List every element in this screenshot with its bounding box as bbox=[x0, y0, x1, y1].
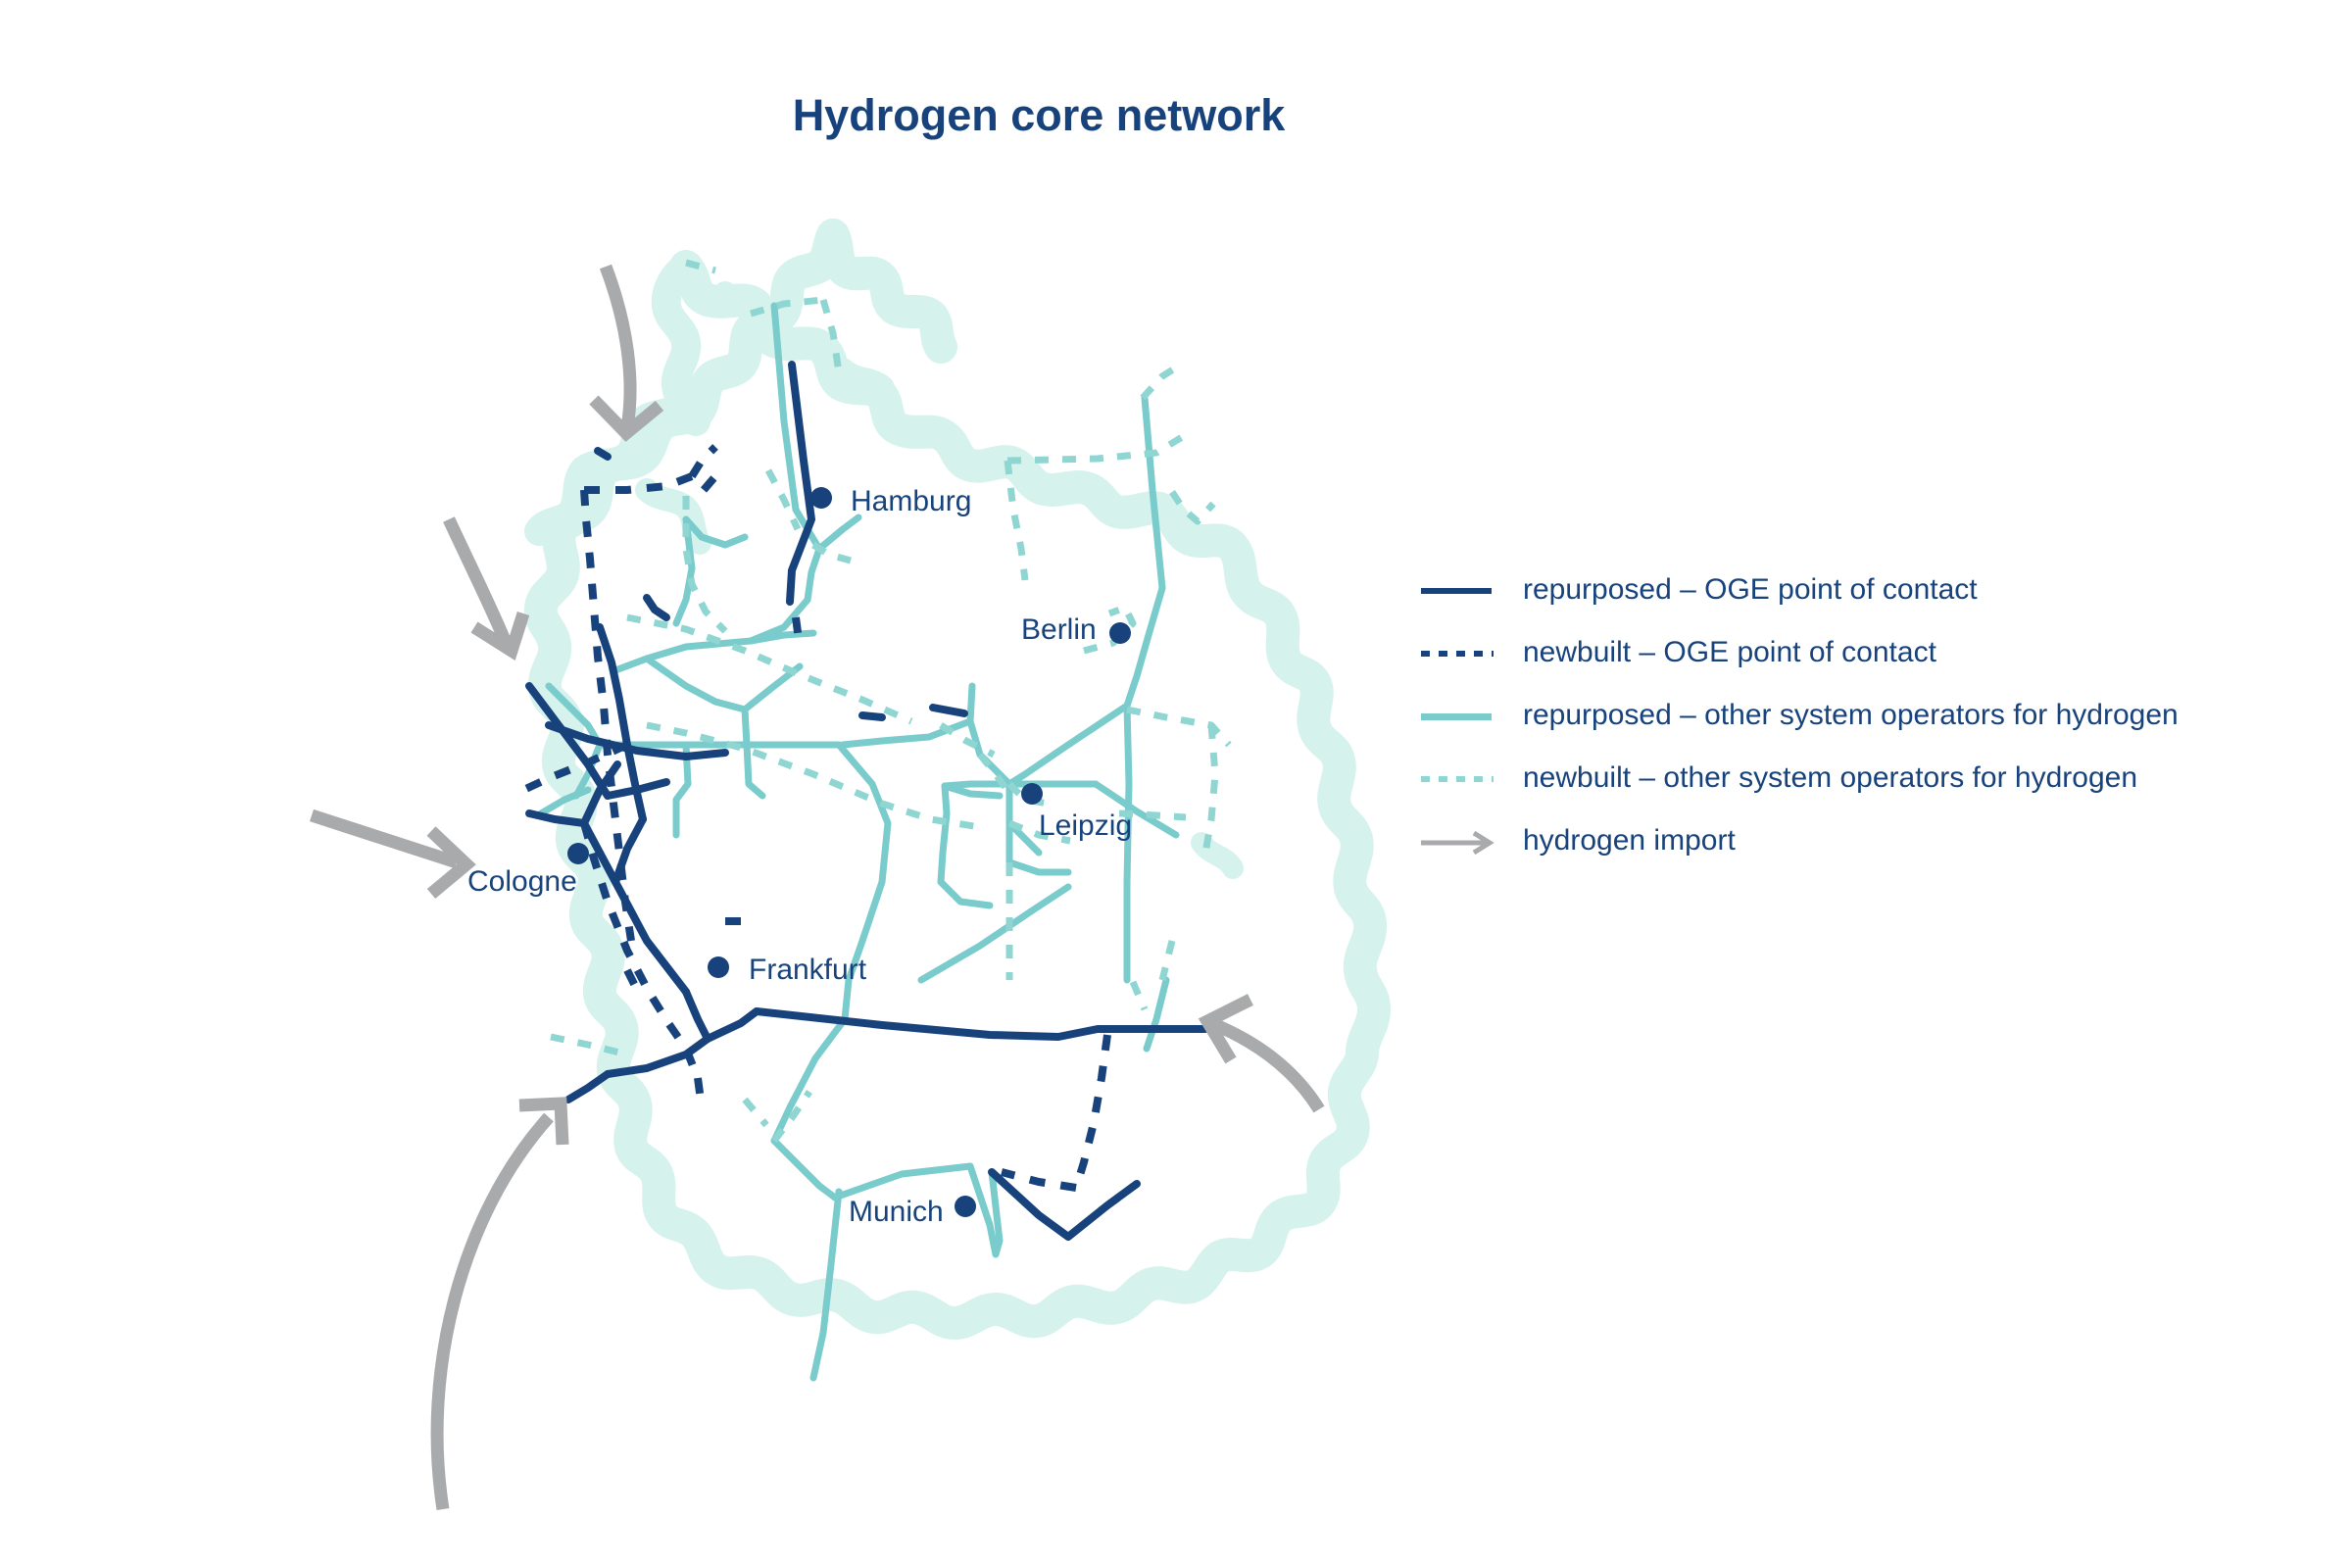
legend-label-newbuilt-other: newbuilt – other system operators for hy… bbox=[1523, 761, 2137, 794]
page-title-wrap: Hydrogen core network bbox=[549, 90, 1529, 141]
legend-label-newbuilt-oge: newbuilt – OGE point of contact bbox=[1523, 636, 1936, 668]
network-repurposed-oge bbox=[525, 361, 1209, 1241]
network-repurposed-other-operators bbox=[537, 302, 1180, 1382]
city-label-berlin: Berlin bbox=[1021, 613, 1097, 646]
city-label-leipzig: Leipzig bbox=[1039, 809, 1133, 842]
import-arrow-southwest bbox=[430, 1097, 569, 1511]
legend-label-repurposed-other: repurposed – other system operators for … bbox=[1523, 699, 2179, 731]
legend-swatch-teal-solid-line bbox=[1419, 706, 1501, 725]
legend-label-hydrogen-import: hydrogen import bbox=[1523, 824, 1736, 857]
legend-swatch-gray-arrow bbox=[1419, 830, 1501, 856]
import-arrow-west bbox=[310, 808, 476, 899]
legend-item-repurposed-other: repurposed – other system operators for … bbox=[1419, 684, 2321, 747]
legend-item-newbuilt-oge: newbuilt – OGE point of contact bbox=[1419, 621, 2321, 684]
legend-swatch-teal-dotted-line bbox=[1419, 768, 1501, 788]
city-dot-leipzig bbox=[1021, 783, 1043, 805]
page-title: Hydrogen core network bbox=[792, 90, 1286, 140]
legend: repurposed – OGE point of contact newbui… bbox=[1419, 559, 2321, 872]
legend-swatch-navy-dotted-line bbox=[1419, 643, 1501, 662]
city-label-frankfurt: Frankfurt bbox=[749, 954, 867, 986]
legend-label-repurposed-oge: repurposed – OGE point of contact bbox=[1523, 573, 1978, 606]
network-newbuilt-oge bbox=[517, 444, 1111, 1192]
import-arrow-northwest-lower bbox=[443, 516, 530, 661]
city-label-cologne: Cologne bbox=[467, 865, 577, 898]
city-dot-cologne bbox=[567, 843, 589, 864]
import-arrow-southeast bbox=[1198, 994, 1325, 1113]
city-dots bbox=[567, 487, 1131, 1217]
city-dot-berlin bbox=[1109, 622, 1131, 644]
legend-item-repurposed-oge: repurposed – OGE point of contact bbox=[1419, 559, 2321, 621]
city-label-hamburg: Hamburg bbox=[851, 485, 972, 517]
import-arrows bbox=[310, 264, 1325, 1511]
network-newbuilt-other-operators bbox=[550, 259, 1232, 1144]
arrow-right-icon bbox=[1421, 830, 1494, 856]
city-dot-frankfurt bbox=[708, 956, 729, 978]
legend-swatch-navy-solid-line bbox=[1419, 580, 1501, 600]
import-arrow-northwest-upper bbox=[589, 264, 664, 442]
city-label-munich: Munich bbox=[849, 1196, 944, 1228]
legend-item-newbuilt-other: newbuilt – other system operators for hy… bbox=[1419, 747, 2321, 809]
city-dot-hamburg bbox=[810, 487, 832, 509]
legend-item-hydrogen-import: hydrogen import bbox=[1419, 809, 2321, 872]
city-dot-munich bbox=[955, 1196, 976, 1217]
